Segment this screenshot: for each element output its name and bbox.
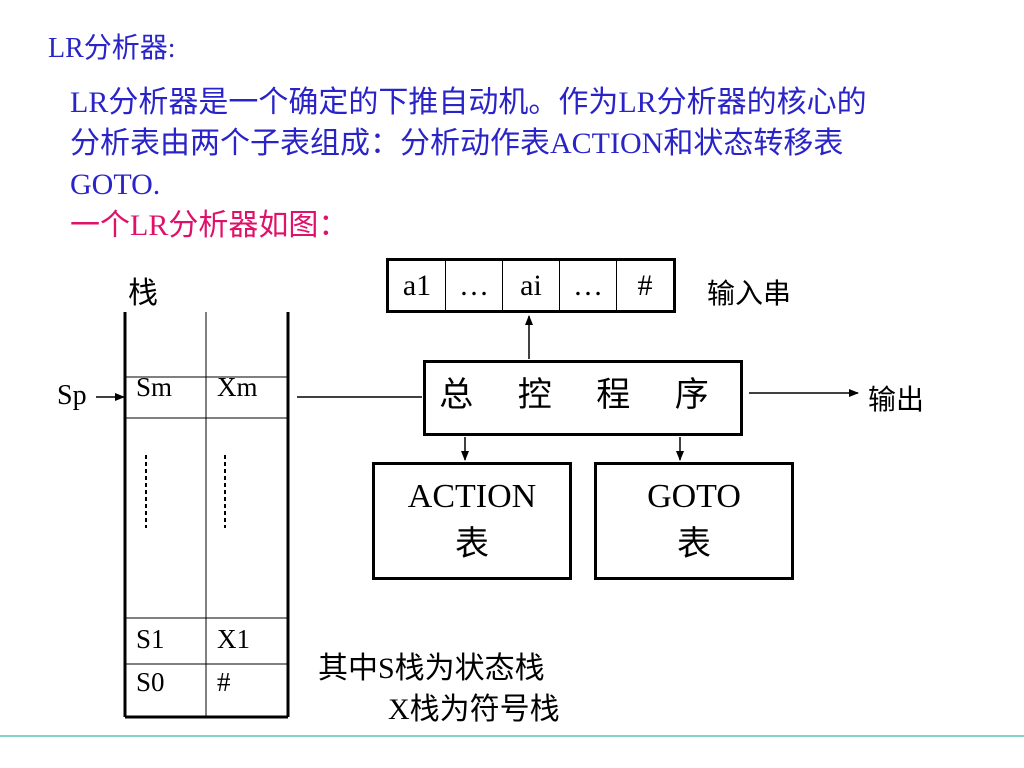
paragraph-line-4: 一个LR分析器如图： <box>70 209 349 242</box>
footer-rule <box>0 735 1024 737</box>
goto-table-title: GOTO <box>647 478 741 515</box>
input-cell: a1 <box>402 268 432 302</box>
stack <box>123 312 290 719</box>
input-string-label: 输入串 <box>707 279 792 310</box>
goto-table-subtitle: 表 <box>677 526 711 563</box>
goto-table-box: GOTO 表 <box>594 462 794 580</box>
action-table-box: ACTION 表 <box>372 462 572 580</box>
stack-cell-sm: Sm <box>136 372 173 402</box>
input-cell: # <box>616 261 673 310</box>
paragraph-line-1: LR分析器是一个确定的下推自动机。作为LR分析器的核心的 <box>70 86 867 119</box>
stack-cell-x1: X1 <box>217 624 250 654</box>
input-cell: … <box>445 261 502 310</box>
output-label: 输出 <box>868 385 925 416</box>
action-table-subtitle: 表 <box>455 526 489 563</box>
input-string-tape: a1 … ai … # <box>386 258 676 313</box>
stack-cell-s0: S0 <box>136 667 165 697</box>
action-table-title: ACTION <box>407 478 537 515</box>
paragraph-line-3: GOTO. <box>70 168 161 201</box>
note-line-1: 其中S栈为状态栈 <box>318 652 545 685</box>
input-cell: ai <box>502 261 559 310</box>
control-program-box: 总 控 程 序 <box>423 360 743 436</box>
stack-label: 栈 <box>128 277 158 310</box>
stack-cell-x0: # <box>217 667 231 697</box>
sp-label: Sp <box>57 380 87 411</box>
stack-cell-xm: Xm <box>217 372 258 402</box>
slide-heading: LR分析器: <box>48 33 176 64</box>
paragraph-line-2: 分析表由两个子表组成：分析动作表ACTION和状态转移表 <box>70 127 844 160</box>
note-line-2: X栈为符号栈 <box>388 693 560 726</box>
description-paragraph: LR分析器是一个确定的下推自动机。作为LR分析器的核心的 分析表由两个子表组成：… <box>70 82 990 246</box>
input-cell: … <box>559 261 616 310</box>
stack-cell-s1: S1 <box>136 624 165 654</box>
